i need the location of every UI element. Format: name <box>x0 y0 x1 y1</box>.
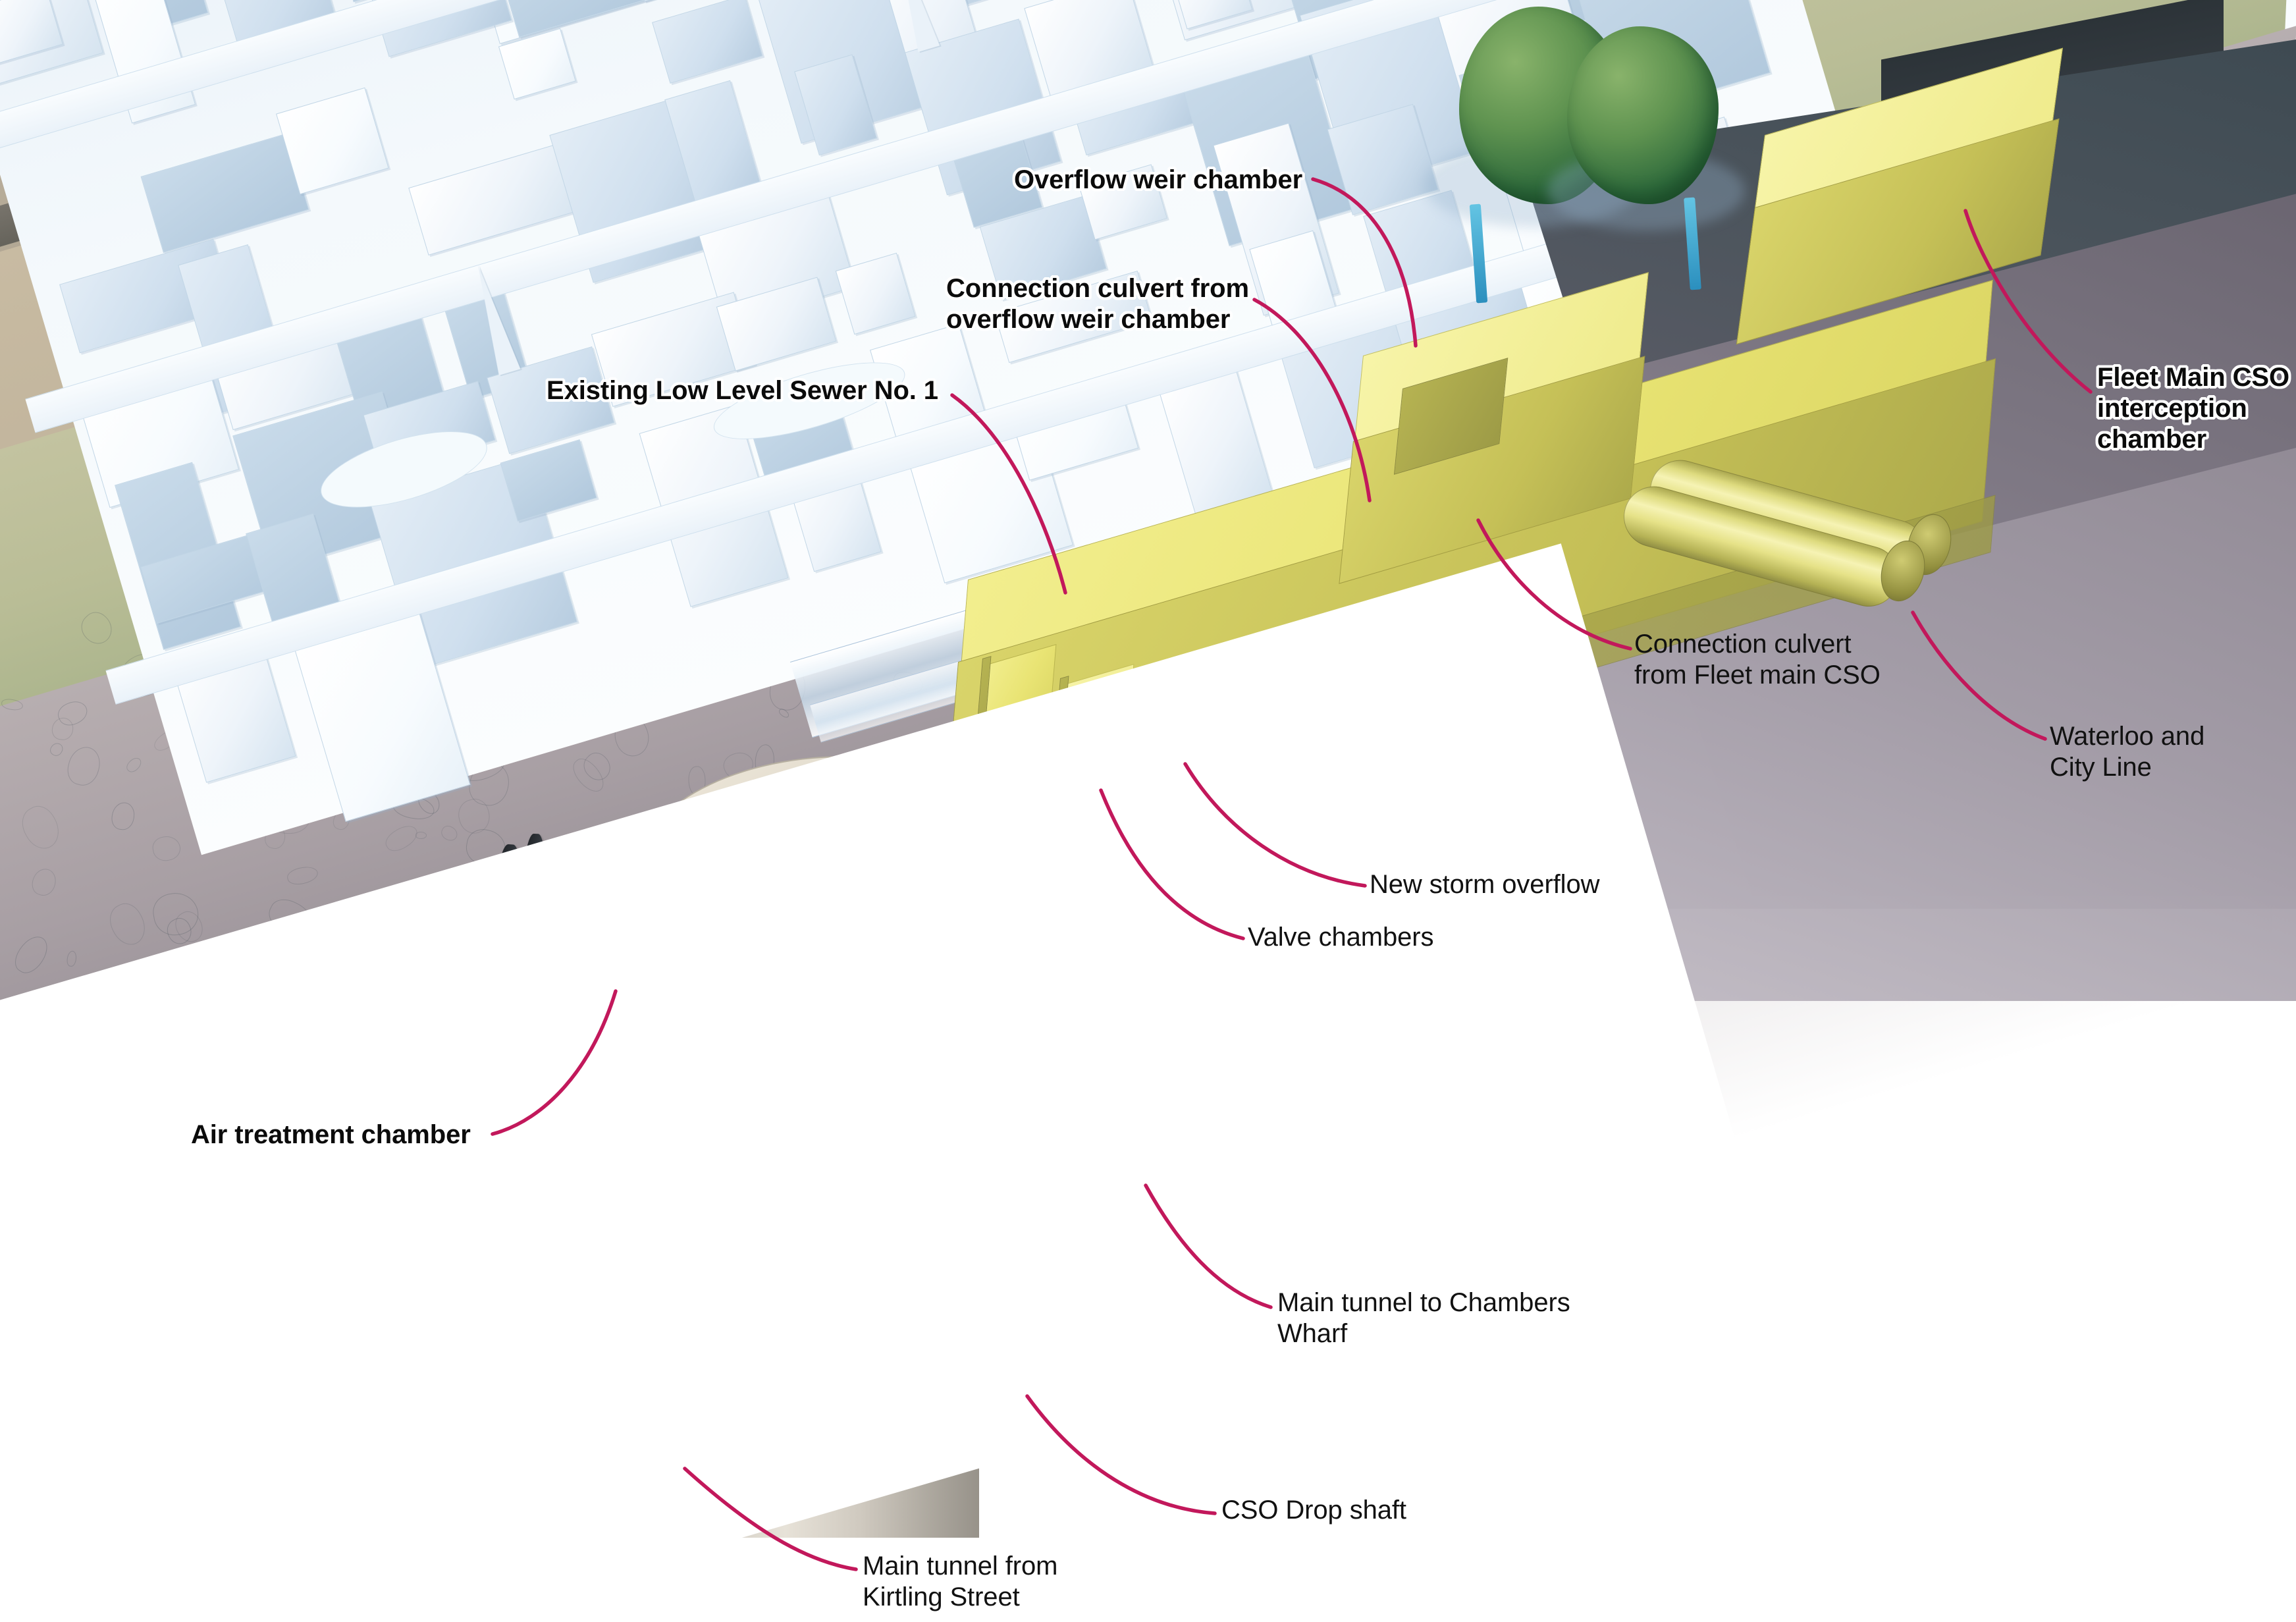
label-air-treatment-chamber: Air treatment chamber <box>191 1120 471 1149</box>
label-existing-low-level-sewer-no-1: Existing Low Level Sewer No. 1 <box>547 376 938 405</box>
label-fleet-main-cso-interception-chamber: Fleet Main CSO interception chamber <box>2097 363 2289 454</box>
label-connection-culvert-from-overflow-weir-chamber: Connection culvert from overflow weir ch… <box>946 274 1249 334</box>
city-building-block <box>495 0 666 38</box>
label-main-tunnel-to-chambers-wharf: Main tunnel to Chambers Wharf <box>1277 1288 1570 1348</box>
label-cso-drop-shaft: CSO Drop shaft <box>1221 1496 1406 1525</box>
city-building-block <box>1159 369 1273 516</box>
street-tree-right <box>1547 26 1751 230</box>
city-building-block <box>651 0 763 84</box>
label-waterloo-and-city-line: Waterloo and City Line <box>2050 722 2205 782</box>
label-connection-culvert-from-fleet-main-cso: Connection culvert from Fleet main CSO <box>1634 630 1881 689</box>
label-overflow-weir-chamber: Overflow weir chamber <box>1014 165 1303 194</box>
label-new-storm-overflow: New storm overflow <box>1370 870 1600 899</box>
city-building-block <box>140 133 309 254</box>
label-valve-chambers: Valve chambers <box>1248 923 1434 952</box>
label-main-tunnel-from-kirtling-street: Main tunnel from Kirtling Street <box>863 1552 1058 1611</box>
